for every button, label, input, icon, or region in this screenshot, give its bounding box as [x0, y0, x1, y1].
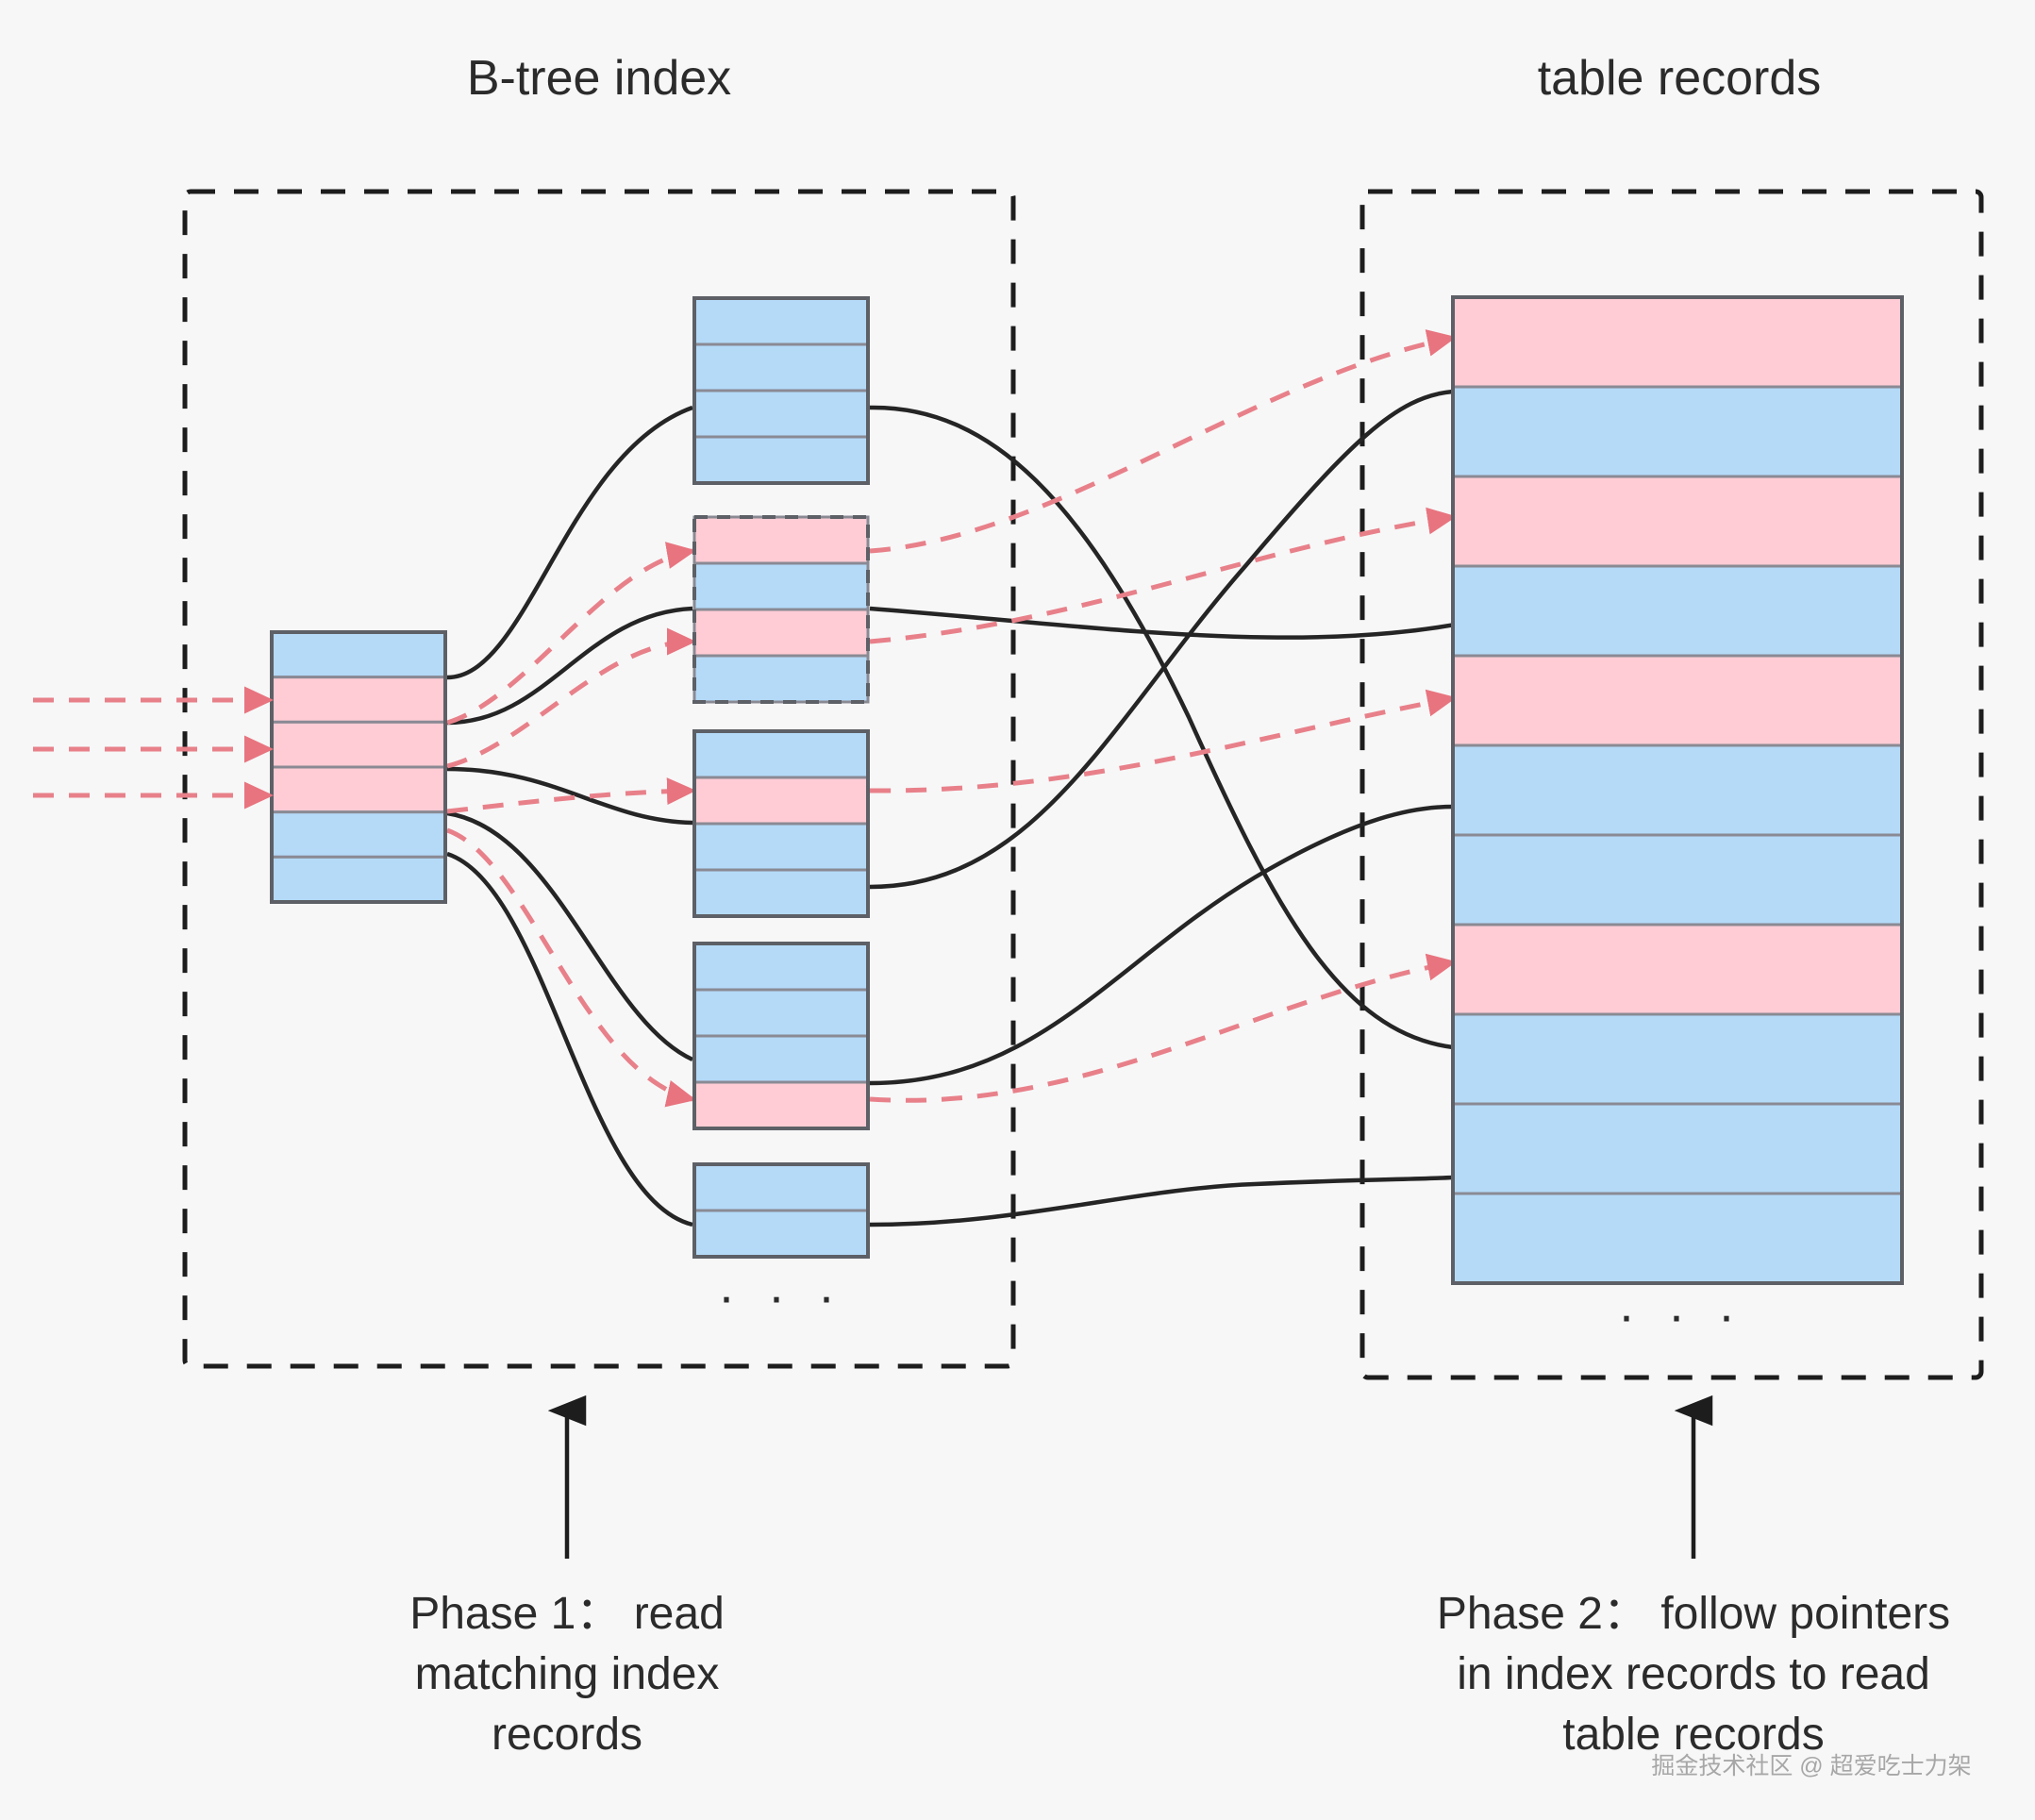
- leaf-node-1: [692, 296, 870, 485]
- solid-pointer-links: [446, 389, 1510, 1227]
- leaf-node-1-cell-1: [692, 296, 870, 346]
- root-index-node-outline: [270, 630, 447, 904]
- leaf-node-2: [692, 515, 870, 704]
- table-records-node-cell-5: [1451, 654, 1904, 747]
- leaf-node-2-cell-3: [692, 608, 870, 658]
- phase-arrows: [547, 1394, 1713, 1559]
- phase-2-caption-line-1: Phase 2： follow pointers: [1437, 1589, 1950, 1639]
- pointer-link-leaf1-crossing: [869, 405, 1454, 1050]
- leaf-node-3: [692, 729, 870, 918]
- phase-1-caption-line-1: Phase 1： read: [409, 1589, 725, 1639]
- leaf-node-1-cell-4: [692, 435, 870, 485]
- phase-1-caption-line-2: matching index: [415, 1649, 720, 1699]
- leaf-node-2-cell-4: [692, 654, 870, 704]
- tree-link-root-to-leaf3: [446, 766, 693, 826]
- index-arrow-leaf4-pink: [446, 827, 696, 1108]
- table-records-node-cell-11: [1451, 1192, 1904, 1285]
- leaf-node-5-cell-2: [692, 1209, 870, 1259]
- tree-link-root-to-leaf4: [446, 810, 693, 1062]
- leaf-node-4-cell-4: [692, 1080, 870, 1130]
- leaf-node-2-cell-1: [692, 515, 870, 565]
- region-boundaries: [182, 189, 1984, 1380]
- index-ellipsis: · · ·: [718, 1268, 844, 1325]
- table-records-region: [1359, 189, 1984, 1380]
- table-records-node-cell-1: [1451, 295, 1904, 389]
- leaf-node-4-cell-2: [692, 988, 870, 1038]
- phase-1-caption-line-3: records: [492, 1710, 642, 1760]
- table-records-node-cell-2: [1451, 385, 1904, 478]
- index-arrow-root-cell2: [446, 542, 696, 726]
- incoming-query-arrows: [33, 686, 274, 810]
- root-index-node: [270, 630, 447, 904]
- leaf-node-3-cell-1: [692, 729, 870, 779]
- leaf-node-3-cell-2: [692, 776, 870, 826]
- leaf-node-1-outline: [692, 296, 870, 485]
- table-records-node-cell-3: [1451, 475, 1904, 568]
- leaf-node-2-cell-2: [692, 561, 870, 611]
- root-index-node-cell-2: [270, 676, 447, 724]
- table-arrow-leaf3-pink: [869, 689, 1457, 793]
- phase-2-caption-line-2: in index records to read: [1457, 1649, 1930, 1699]
- leaf-node-3-outline: [692, 729, 870, 918]
- right-title: table records: [1538, 51, 1822, 106]
- index-and-table-nodes: [270, 295, 1904, 1285]
- table-records-node-cell-9: [1451, 1012, 1904, 1106]
- root-index-node-cell-1: [270, 630, 447, 679]
- b-tree-index-region: [182, 189, 1016, 1369]
- pointer-link-leaf3-row4: [869, 389, 1454, 890]
- leaf-node-1-cell-2: [692, 342, 870, 392]
- table-ellipsis: · · ·: [1618, 1287, 1744, 1344]
- leaf-node-4-outline: [692, 942, 870, 1130]
- phase-2-caption-line-3: table records: [1562, 1710, 1824, 1760]
- table-arrow-leaf2-row3: [869, 507, 1457, 644]
- root-index-node-cell-4: [270, 765, 447, 814]
- table-arrow-leaf4-pink: [869, 953, 1457, 1103]
- table-records-node-outline: [1451, 295, 1904, 1285]
- tree-link-root-to-leaf5: [446, 851, 693, 1227]
- root-index-node-cell-3: [270, 720, 447, 769]
- pointer-link-leaf2-row2: [869, 606, 1510, 640]
- root-index-node-cell-5: [270, 810, 447, 859]
- table-records-node-cell-8: [1451, 923, 1904, 1016]
- table-arrow-leaf2-row1: [869, 329, 1457, 554]
- leaf-node-3-cell-4: [692, 868, 870, 918]
- dashed-pointer-links: [446, 329, 1457, 1108]
- left-title: B-tree index: [467, 51, 731, 106]
- pointer-link-leaf5-row2: [869, 1175, 1454, 1227]
- table-records-node: [1451, 295, 1904, 1285]
- leaf-node-5: [692, 1162, 870, 1259]
- tree-link-root-to-leaf1: [446, 405, 693, 680]
- tree-link-root-to-leaf2: [446, 606, 693, 726]
- index-arrow-root-cell4: [446, 777, 696, 814]
- leaf-node-1-cell-3: [692, 389, 870, 439]
- leaf-node-5-cell-1: [692, 1162, 870, 1212]
- pointer-link-leaf4-row3: [869, 804, 1454, 1086]
- table-records-node-cell-10: [1451, 1102, 1904, 1195]
- leaf-node-4-cell-1: [692, 942, 870, 992]
- table-records-node-cell-7: [1451, 833, 1904, 927]
- leaf-node-4: [692, 942, 870, 1130]
- leaf-node-3-cell-3: [692, 822, 870, 872]
- leaf-node-4-cell-3: [692, 1034, 870, 1084]
- table-records-node-cell-6: [1451, 743, 1904, 837]
- table-records-node-cell-4: [1451, 564, 1904, 658]
- leaf-node-5-outline: [692, 1162, 870, 1259]
- leaf-node-2-outline: [692, 515, 870, 704]
- watermark: 掘金技术社区 @ 超爱吃士力架: [1651, 1753, 1971, 1779]
- root-index-node-cell-6: [270, 855, 447, 904]
